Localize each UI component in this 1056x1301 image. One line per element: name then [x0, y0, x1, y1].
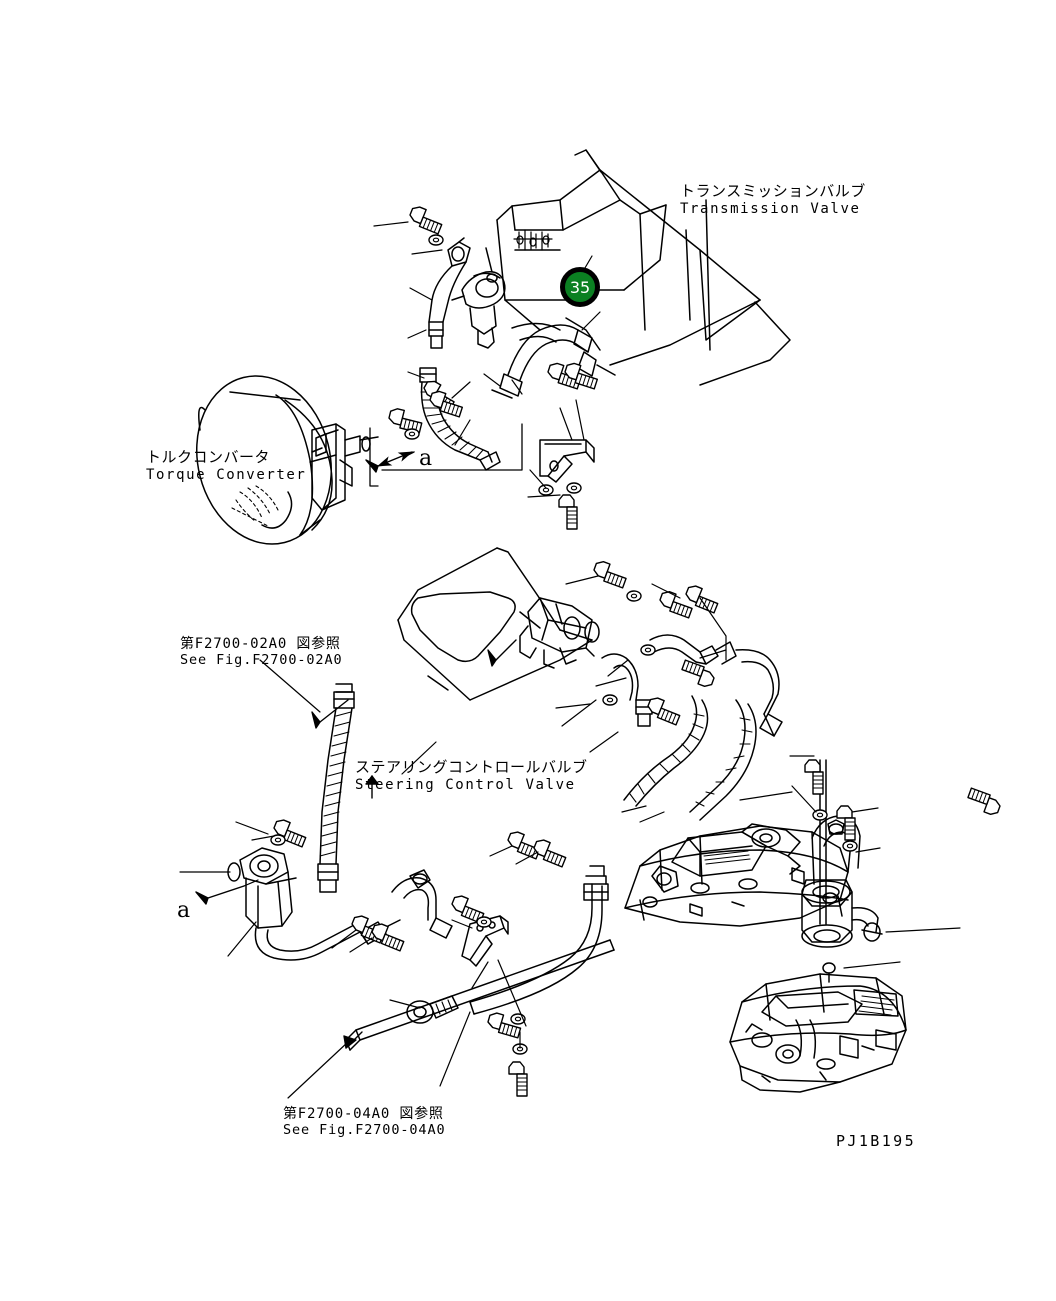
see-fig-f2700-04a0-en: See Fig.F2700-04A0	[283, 1121, 446, 1138]
bolt-trans-2	[836, 805, 856, 841]
bolt-trans-4	[678, 659, 718, 690]
upper-bracket	[539, 439, 595, 483]
torque-converter-internal	[231, 485, 279, 527]
steering-hose-2	[649, 634, 737, 665]
section-frame-upper	[369, 423, 523, 487]
valve-body-detail	[513, 229, 553, 251]
bolt-trans-1	[804, 759, 824, 795]
section-marker-a-upper: a	[419, 446, 433, 471]
leader-lines-lower	[179, 575, 961, 1099]
see-fig-f2700-02a0-en: See Fig.F2700-02A0	[180, 651, 343, 668]
see-fig-f2700-04a0: 第F2700-04A0 図参照 See Fig.F2700-04A0	[283, 1106, 446, 1138]
washer-lower-3	[602, 694, 618, 706]
section-line-lower	[243, 879, 259, 887]
torque-converter-body	[195, 375, 337, 545]
upper-hose-1	[428, 237, 471, 349]
transmission-valve-label-en: Transmission Valve	[680, 200, 861, 217]
steering-valve-plate	[397, 547, 593, 701]
lower-diagonal-tube	[345, 939, 615, 1051]
bolt-lower-3	[644, 695, 684, 726]
center-elbow-tube	[391, 869, 453, 939]
washer-upper-1	[428, 234, 444, 246]
lower-long-tube	[406, 865, 609, 1024]
steering-hose-3	[735, 648, 783, 737]
bolt-lower-1	[590, 558, 630, 589]
steering-hose-1	[601, 653, 653, 727]
bolt-upper-5	[558, 494, 578, 530]
torque-converter-label-en: Torque Converter	[146, 466, 307, 483]
bolt-converter-1	[386, 406, 425, 434]
torque-converter-port	[261, 423, 379, 529]
drawing-code: PJ1B195	[836, 1132, 917, 1150]
upper-tube-run	[511, 317, 601, 351]
bolt-lower-8	[368, 921, 408, 952]
bolt-trans-5	[964, 787, 1004, 818]
transmission-outlet-flange	[801, 879, 883, 948]
callout-35[interactable]: 35	[560, 267, 600, 307]
transmission-case-lower	[729, 973, 907, 1093]
washer-trans-2	[842, 840, 858, 852]
washer-lower-1	[626, 590, 642, 602]
steering-control-valve-label-en: Steering Control Valve	[355, 776, 576, 793]
bolt-upper-1	[406, 204, 446, 235]
hose-run-right-1	[623, 695, 709, 807]
hose-run-right-2	[689, 699, 757, 821]
steering-control-valve-label-jp: ステアリングコントロールバルブ	[355, 758, 588, 776]
diagram-arrows	[195, 451, 517, 1049]
washer-upper-2	[538, 484, 554, 496]
torque-converter-label: トルクコンバータ Torque Converter	[146, 448, 307, 483]
washer-converter-1	[404, 428, 420, 440]
bolt-lower-11	[508, 1061, 528, 1097]
washer-lower-5	[476, 916, 492, 928]
bolt-converter-2	[427, 388, 466, 418]
left-manifold	[227, 847, 401, 961]
transmission-valve-label: トランスミッションバルブ Transmission Valve	[680, 182, 866, 217]
washer-lower-2	[640, 644, 656, 656]
steering-control-valve-label: ステアリングコントロールバルブ Steering Control Valve	[355, 758, 588, 793]
washer-upper-3	[566, 482, 582, 494]
transmission-valve-label-jp: トランスミッションバルブ	[680, 182, 866, 200]
left-flex-hose	[317, 683, 355, 893]
upper-manifold-block	[451, 247, 506, 349]
upper-hose-3	[491, 324, 597, 399]
see-fig-f2700-04a0-jp: 第F2700-04A0 図参照	[283, 1106, 444, 1122]
steering-valve-body	[519, 597, 600, 669]
torque-converter-label-jp: トルクコンバータ	[146, 448, 271, 466]
transmission-case-upper	[624, 823, 849, 927]
see-fig-f2700-02a0: 第F2700-02A0 図参照 See Fig.F2700-02A0	[180, 636, 343, 668]
section-marker-a-lower: a	[177, 898, 191, 923]
drain-plug	[822, 962, 836, 983]
see-fig-f2700-02a0-jp: 第F2700-02A0 図参照	[180, 636, 341, 652]
